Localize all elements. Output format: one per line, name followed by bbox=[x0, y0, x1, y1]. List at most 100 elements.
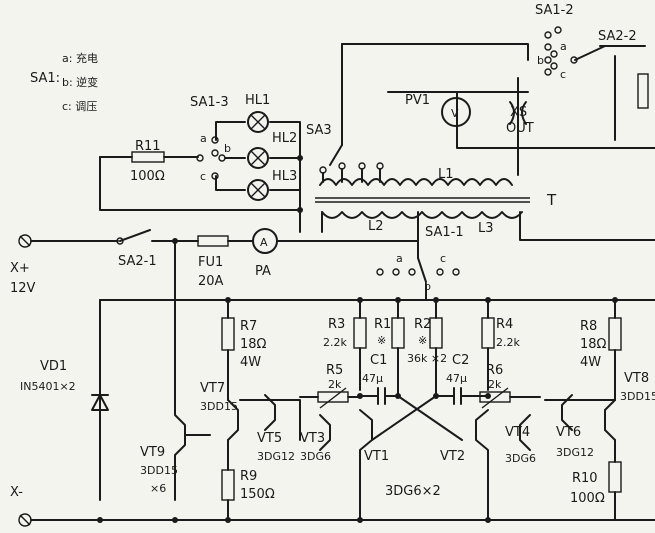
r7-name: R7 bbox=[240, 319, 257, 334]
cross-coupling bbox=[371, 395, 463, 441]
resistor-r6: R6 2k bbox=[479, 363, 541, 409]
resistor-r7: R7 18Ω 4W bbox=[221, 299, 267, 401]
switch-sa2-2[interactable]: SA2-2 bbox=[570, 29, 649, 109]
diode-vd1: VD1 IN5401×2 bbox=[20, 299, 109, 501]
c1-name: C1 bbox=[370, 353, 387, 368]
legend: SA1: a: 充电 b: 逆变 c: 调压 bbox=[30, 51, 98, 113]
hl2-label: HL2 bbox=[272, 131, 297, 146]
switch-sa1-2[interactable]: SA1-2 a b c bbox=[535, 3, 574, 81]
switch-sa3[interactable]: SA3 bbox=[306, 123, 384, 183]
resistor-r5: R5 2k bbox=[299, 363, 361, 409]
legend-item-b: b: 逆变 bbox=[62, 75, 98, 89]
transistor-vt2: VT2 bbox=[440, 409, 489, 521]
sa2-1-label: SA2-1 bbox=[118, 254, 157, 269]
hl3-label: HL3 bbox=[272, 169, 297, 184]
r3-name: R3 bbox=[328, 317, 345, 332]
output-socket[interactable]: XS OUT bbox=[506, 101, 534, 136]
pa-label: PA bbox=[255, 264, 271, 279]
vt7-name: VT7 bbox=[200, 381, 225, 396]
vd1-part: IN5401×2 bbox=[20, 380, 76, 393]
l3-label: L3 bbox=[478, 221, 494, 236]
l2-label: L2 bbox=[368, 219, 384, 234]
r7-value: 18Ω bbox=[240, 337, 267, 352]
r9-value: 150Ω bbox=[240, 487, 275, 502]
sa1-1-label: SA1-1 bbox=[425, 225, 464, 240]
lamp-hl3: HL3 bbox=[247, 169, 297, 201]
lamp-hl1: HL1 bbox=[245, 93, 270, 133]
transistor-vt6: VT6 3DG12 bbox=[544, 394, 616, 459]
vt9-part: 3DD15 bbox=[140, 464, 178, 477]
vt7-part: 3DD15 bbox=[200, 400, 238, 413]
resistor-r9: R9 150Ω bbox=[221, 439, 275, 521]
vt9-name: VT9 bbox=[140, 445, 165, 460]
resistor-r11: R11 100Ω bbox=[99, 139, 301, 211]
capacitor-c1: C1 47μ bbox=[359, 353, 399, 405]
sa1-3-pos-b: b bbox=[224, 142, 231, 155]
voltage-label: 12V bbox=[10, 281, 36, 296]
pa-symbol: A bbox=[260, 236, 268, 249]
c2-name: C2 bbox=[452, 353, 469, 368]
sa1-3-label: SA1-3 bbox=[190, 95, 229, 110]
resistor-r2: R2 ※ 36k ×2 bbox=[407, 299, 447, 395]
fuse-rating: 20A bbox=[198, 274, 224, 289]
sa1-2-pos-a: a bbox=[560, 40, 567, 53]
top-wiring bbox=[341, 43, 655, 176]
sa1-1-pos-a: a bbox=[396, 252, 403, 265]
junctions bbox=[97, 155, 618, 523]
terminal-xminus[interactable] bbox=[18, 513, 32, 527]
transistor-vt4: VT4 3DG6 bbox=[505, 414, 536, 465]
r1-name: R1 bbox=[374, 317, 391, 332]
transformer-t: L1 T L2 L3 SA1-1 bbox=[315, 167, 655, 259]
sa1-2-pos-b: b bbox=[537, 54, 544, 67]
legend-item-a: a: 充电 bbox=[62, 51, 98, 65]
vt9-qty: ×6 bbox=[150, 482, 166, 495]
sa3-label: SA3 bbox=[306, 123, 332, 138]
r8-power: 4W bbox=[580, 355, 601, 370]
switch-sa1-1[interactable]: a b c bbox=[376, 252, 460, 301]
pair-part: 3DG6×2 bbox=[385, 484, 441, 499]
sa1-2-label: SA1-2 bbox=[535, 3, 574, 18]
wire-top bbox=[341, 43, 529, 61]
load-resistor bbox=[637, 73, 649, 109]
sa2-2-blade bbox=[574, 45, 606, 61]
vd1-name: VD1 bbox=[40, 359, 67, 374]
r8-value: 18Ω bbox=[580, 337, 607, 352]
r8-name: R8 bbox=[580, 319, 597, 334]
r6-name: R6 bbox=[486, 363, 503, 378]
c1-value: 47μ bbox=[362, 372, 383, 385]
sa1-3-pos-c: c bbox=[200, 170, 206, 183]
vt5-name: VT5 bbox=[257, 431, 282, 446]
resistor-r10: R10 100Ω bbox=[570, 439, 622, 521]
r11-name: R11 bbox=[135, 139, 161, 154]
legend-item-c: c: 调压 bbox=[62, 100, 97, 113]
transistor-vt5: VT5 3DG12 bbox=[239, 394, 301, 463]
transistor-vt1: VT1 bbox=[359, 409, 389, 521]
pv1-symbol: V bbox=[451, 107, 459, 120]
r7-power: 4W bbox=[240, 355, 261, 370]
l1-label: L1 bbox=[438, 167, 454, 182]
r2-value: ※ bbox=[418, 334, 427, 347]
pv1-label: PV1 bbox=[405, 93, 430, 108]
r3-value: 2.2k bbox=[323, 336, 347, 349]
fuse-fu1 bbox=[197, 235, 229, 247]
r4-name: R4 bbox=[496, 317, 513, 332]
positive-rail: X+ 12V SA2-1 FU1 20A A PA bbox=[10, 228, 419, 301]
xplus-label: X+ bbox=[10, 261, 30, 276]
sa1-1-pos-b: b bbox=[424, 280, 431, 293]
r10-name: R10 bbox=[572, 471, 598, 486]
negative-rail: X- bbox=[10, 485, 655, 527]
r5-value: 2k bbox=[328, 378, 342, 391]
switch-sa1-3[interactable]: SA1-3 a b c bbox=[190, 95, 231, 183]
transformer-name: T bbox=[546, 191, 557, 209]
vt8-part: 3DD15 bbox=[620, 390, 655, 403]
shared-value: 36k ×2 bbox=[407, 352, 447, 365]
r6-value: 2k bbox=[488, 378, 502, 391]
legend-prefix: SA1: bbox=[30, 71, 60, 86]
xminus-label: X- bbox=[10, 485, 23, 500]
transformer-core bbox=[315, 197, 530, 203]
r10-value: 100Ω bbox=[570, 491, 605, 506]
resistor-r8: R8 18Ω 4W bbox=[580, 299, 622, 401]
lamp-hl2: HL2 bbox=[247, 131, 297, 169]
sa1-2-pos-c: c bbox=[560, 68, 566, 81]
